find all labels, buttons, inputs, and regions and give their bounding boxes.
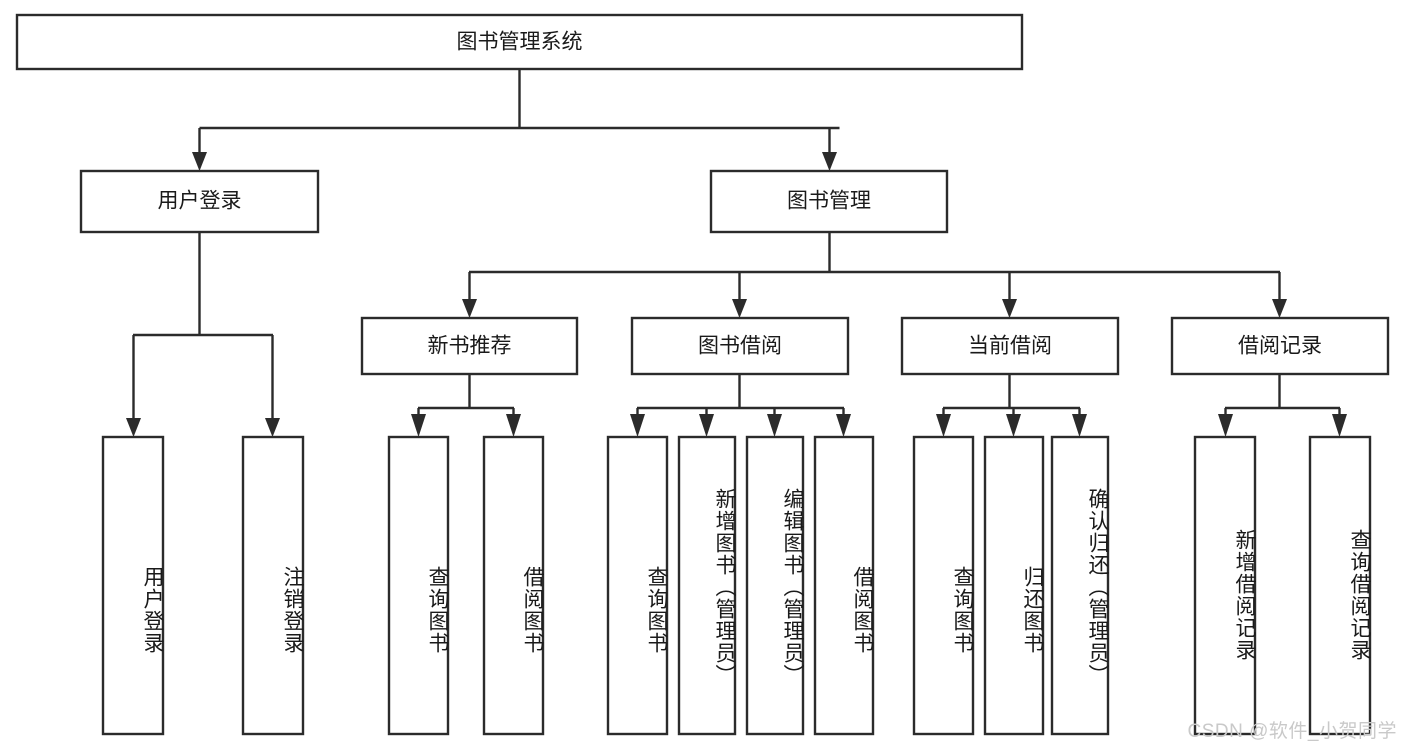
arrowhead-book-borrow — [732, 299, 747, 318]
arrowhead-leaf-query-book-rec — [411, 414, 426, 437]
csdn-watermark: CSDN @软件_小贺同学 — [1187, 721, 1397, 742]
arrowhead-leaf-query-book-current — [936, 414, 951, 437]
node-new-book-recommend-label: 新书推荐 — [428, 335, 512, 358]
arrowhead-leaf-borrow-book — [836, 414, 851, 437]
arrowhead-borrow-records — [1272, 299, 1287, 318]
node-book-management-label: 图书管理 — [787, 190, 871, 213]
arrowhead-leaf-borrow-book-rec — [506, 414, 521, 437]
node-leaf-query-book-rec[interactable] — [387, 435, 450, 736]
arrowhead-leaf-confirm-return-admin — [1072, 414, 1087, 437]
node-leaf-logout[interactable] — [241, 435, 305, 736]
node-root-label: 图书管理系统 — [457, 31, 583, 54]
arrowhead-book-management — [822, 152, 837, 171]
node-borrow-records-label: 借阅记录 — [1238, 335, 1322, 358]
node-leaf-query-book-current[interactable] — [912, 435, 975, 736]
node-current-borrow-label: 当前借阅 — [968, 335, 1052, 358]
arrowhead-leaf-add-book-admin — [699, 414, 714, 437]
node-book-borrow[interactable] — [630, 316, 850, 376]
node-user-login-label: 用户登录 — [158, 190, 242, 213]
node-leaf-confirm-return-admin[interactable] — [1050, 435, 1110, 736]
arrowhead-leaf-return-book — [1006, 414, 1021, 437]
node-leaf-query-borrow-record[interactable] — [1308, 435, 1372, 736]
node-new-book-recommend[interactable] — [360, 316, 579, 376]
node-leaf-edit-book-admin[interactable] — [745, 435, 805, 736]
node-user-login[interactable] — [79, 169, 320, 234]
node-leaf-add-book-admin[interactable] — [677, 435, 737, 736]
arrowhead-leaf-logout — [265, 418, 280, 437]
node-book-management[interactable] — [709, 169, 949, 234]
node-leaf-borrow-book[interactable] — [813, 435, 875, 736]
node-borrow-records[interactable] — [1170, 316, 1390, 376]
arrowhead-new-book-recommend — [462, 299, 477, 318]
arrowhead-leaf-query-book-borrow — [630, 414, 645, 437]
arrowhead-leaf-add-borrow-record — [1218, 414, 1233, 437]
arrowhead-current-borrow — [1002, 299, 1017, 318]
node-leaf-query-book-borrow[interactable] — [606, 435, 669, 736]
node-leaf-return-book[interactable] — [983, 435, 1045, 736]
node-leaf-add-borrow-record[interactable] — [1193, 435, 1257, 736]
node-book-borrow-label: 图书借阅 — [698, 335, 782, 358]
node-layer: 图书管理系统 用户登录 图书管理 新书推荐 图书借阅 当前借阅 借阅记录 — [15, 13, 1390, 736]
arrowhead-leaf-edit-book-admin — [767, 414, 782, 437]
arrowhead-leaf-query-borrow-record — [1332, 414, 1347, 437]
node-root[interactable] — [15, 13, 1024, 71]
arrowhead-user-login — [192, 152, 207, 171]
arrowhead-leaf-user-login — [126, 418, 141, 437]
node-current-borrow[interactable] — [900, 316, 1120, 376]
node-leaf-user-login[interactable] — [101, 435, 165, 736]
connector-layer — [126, 69, 1347, 437]
node-leaf-borrow-book-rec[interactable] — [482, 435, 545, 736]
